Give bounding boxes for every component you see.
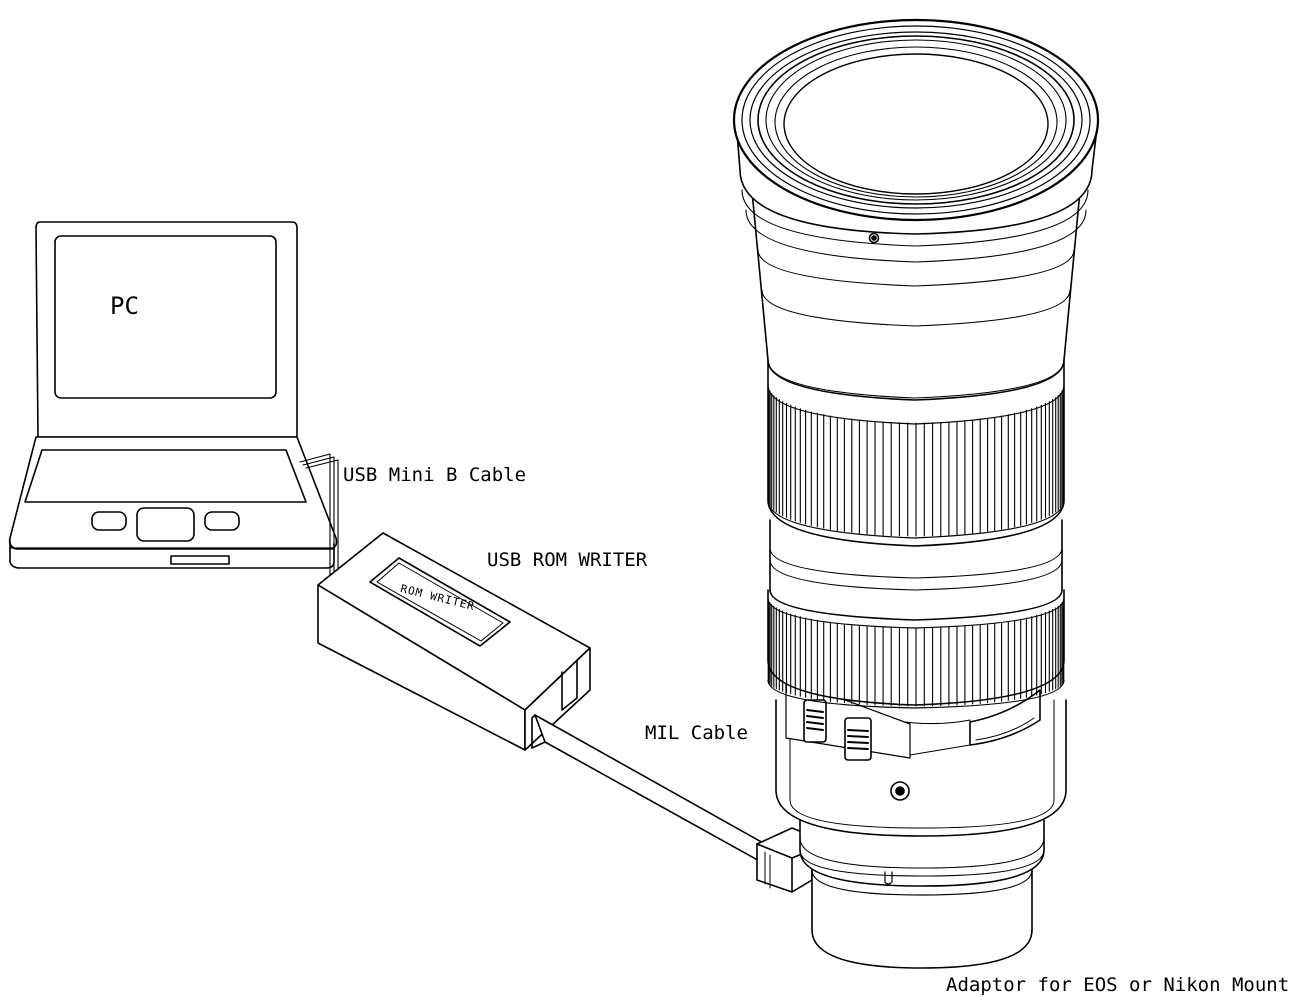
laptop-pc [8, 221, 338, 569]
usb-rom-writer [317, 532, 591, 751]
usb-mini-b-cable [299, 453, 339, 581]
mil-cable [531, 714, 813, 893]
mil-cable-label: MIL Cable [645, 722, 748, 744]
adaptor-label: Adaptor for EOS or Nikon Mount [946, 974, 1290, 996]
pc-label: PC [110, 292, 139, 320]
rom-writer-label: USB ROM WRITER [487, 549, 648, 571]
telephoto-lens [732, 18, 1100, 969]
usb-cable-label: USB Mini B Cable [343, 464, 527, 486]
